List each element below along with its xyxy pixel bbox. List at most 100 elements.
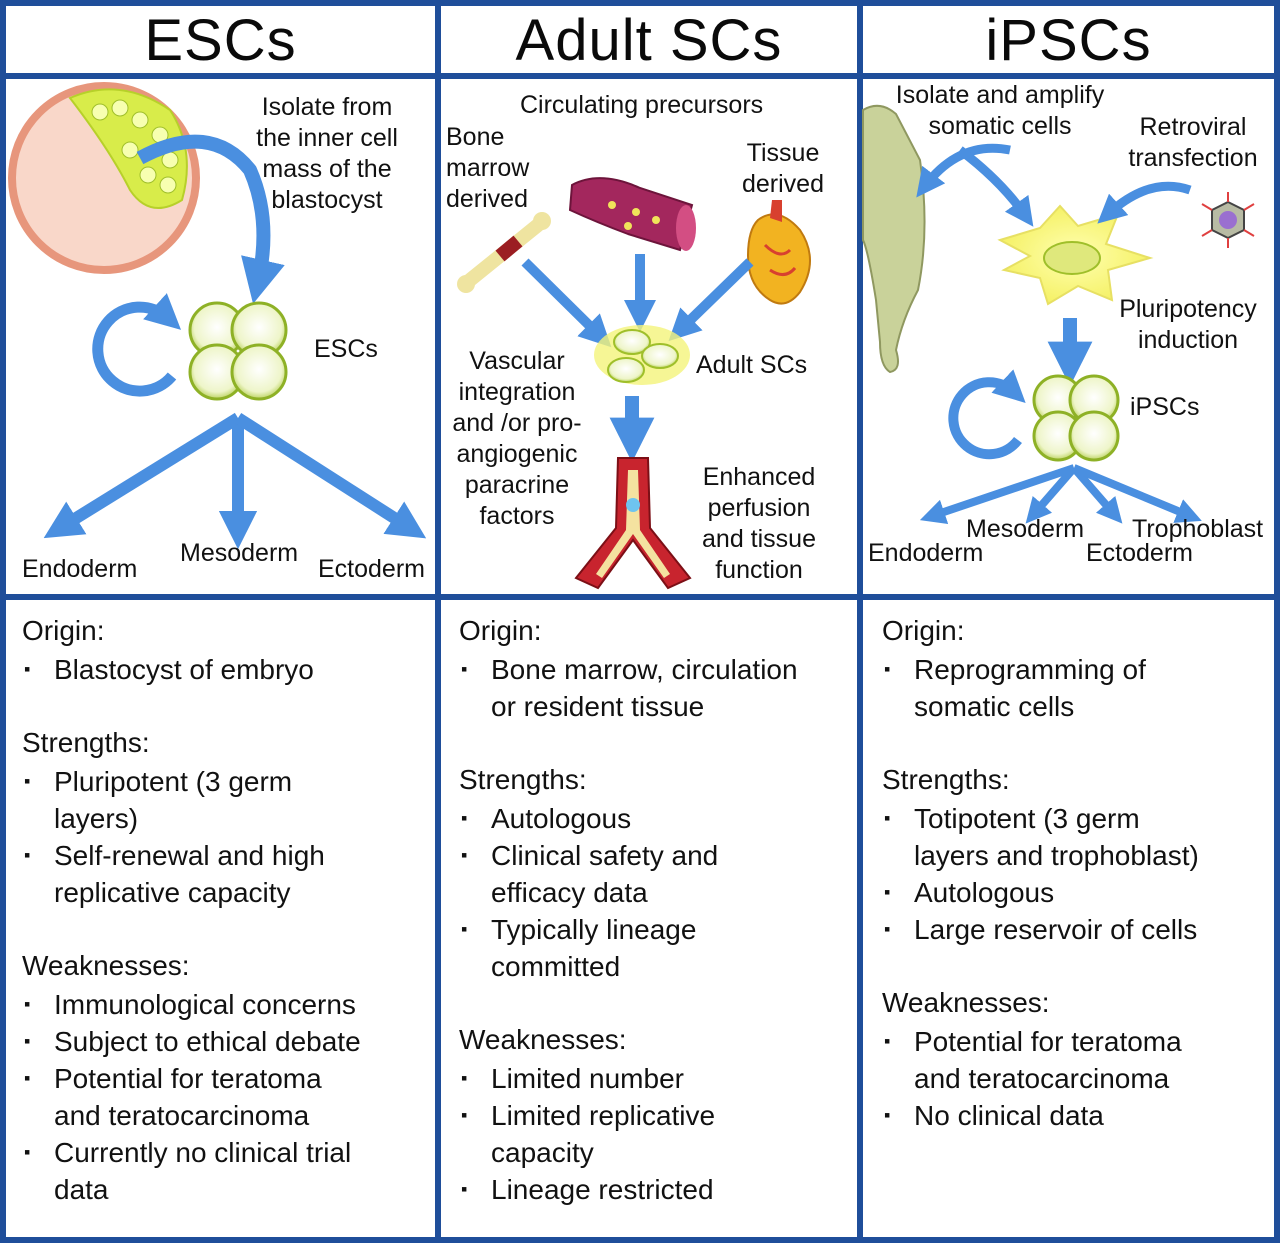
esc-strength-line: layers) <box>54 803 139 834</box>
adult-strength-line: Autologous <box>491 803 632 834</box>
ipsc-strength-line: Autologous <box>914 877 1055 908</box>
isolate-somatic-arrow <box>957 146 1034 227</box>
esc-weakness-line: Subject to ethical debate <box>54 1026 361 1057</box>
adult-weakness-item: Lineage restricted <box>459 1171 854 1208</box>
esc-strength-line: replicative capacity <box>54 877 291 908</box>
frame-top <box>0 0 1280 6</box>
adult-strengths-title: Strengths: <box>459 764 587 795</box>
ipsc-weakness-item: No clinical data <box>882 1097 1272 1134</box>
adult-strength-line: Typically lineage <box>491 914 697 945</box>
vessel-illustration <box>568 177 696 252</box>
esc-text-column: Origin:Blastocyst of embryoStrengths:Plu… <box>22 612 432 1208</box>
divider-col-2 <box>857 0 863 1243</box>
blood-vessel-illustration <box>574 457 692 590</box>
esc-weakness-line: data <box>54 1174 109 1205</box>
esc-weaknesses-title: Weaknesses: <box>22 950 190 981</box>
ipsc-weakness-line: Potential for teratoma <box>914 1026 1182 1057</box>
ipsc-weakness-line: and teratocarcinoma <box>914 1063 1170 1094</box>
esc-strength-line: Pluripotent (3 germ <box>54 766 293 797</box>
esc-weakness-item: Subject to ethical debate <box>22 1023 432 1060</box>
esc-weakness-line: Immunological concerns <box>54 989 356 1020</box>
adult-origin-item: Bone marrow, circulation or resident tiss… <box>459 651 854 725</box>
adult-origin-title: Origin: <box>459 615 542 646</box>
adult-strength-item: Clinical safety and efficacy data <box>459 837 854 911</box>
esc-weakness-line: and teratocarcinoma <box>54 1100 310 1131</box>
ipsc-differentiation-arrows <box>919 464 1202 525</box>
esc-weakness-item: Currently no clinical trial data <box>22 1134 432 1208</box>
adult-strength-item: Autologous <box>459 800 854 837</box>
ipsc-weaknesses-title: Weaknesses: <box>882 987 1050 1018</box>
adult-origin-list: Bone marrow, circulation or resident tiss… <box>459 651 854 725</box>
adult-weakness-list: Limited numberLimited replicative capacit… <box>459 1060 854 1208</box>
adult-weakness-line: capacity <box>491 1137 594 1168</box>
esc-weakness-line: Currently no clinical trial <box>54 1137 352 1168</box>
esc-strengths-title: Strengths: <box>22 727 150 758</box>
adult-text-column: Origin: Bone marrow, circulation or reside… <box>459 612 854 1208</box>
adult-weakness-item: Limited replicative capacity <box>459 1097 854 1171</box>
esc-origin-list: Blastocyst of embryo <box>22 651 432 688</box>
adult-source-arrows <box>521 254 754 348</box>
adult-weakness-line: Limited replicative <box>491 1100 716 1131</box>
ipsc-cell-label: iPSCs <box>1130 393 1200 421</box>
ipsc-ectoderm-label: Ectoderm <box>1086 539 1193 567</box>
ipsc-strength-line: Totipotent (3 germ <box>914 803 1140 834</box>
adult-origin-line: or resident tissue <box>491 691 705 722</box>
esc-weakness-item: Immunological concerns <box>22 986 432 1023</box>
adult-strength-line: Clinical safety and <box>491 840 719 871</box>
virus-illustration <box>1201 192 1255 248</box>
adult-strength-line: efficacy data <box>491 877 648 908</box>
ipsc-strength-item: Large reservoir of cells <box>882 911 1272 948</box>
divider-col-1 <box>435 0 441 1243</box>
blastocyst-illustration <box>8 82 200 274</box>
esc-endoderm-label: Endoderm <box>22 555 138 583</box>
adult-weakness-item: Limited number <box>459 1060 854 1097</box>
somatic-star-cell <box>997 204 1154 306</box>
adult-weaknesses-title: Weaknesses: <box>459 1024 627 1055</box>
esc-origin-item: Blastocyst of embryo <box>22 651 432 688</box>
adult-circulating-label: Circulating precursors <box>520 91 764 119</box>
adult-strength-line: committed <box>491 951 621 982</box>
esc-weakness-line: Potential for teratoma <box>54 1063 322 1094</box>
esc-cell-cluster <box>188 301 288 401</box>
heart-illustration <box>746 200 811 305</box>
ipsc-origin-title: Origin: <box>882 615 965 646</box>
adult-cell-cluster <box>594 325 690 385</box>
esc-strength-item: Pluripotent (3 germ layers) <box>22 763 432 837</box>
esc-cell-label: ESCs <box>314 335 378 363</box>
bone-illustration <box>457 212 551 293</box>
self-renewal-arrow-ipsc <box>948 369 1026 460</box>
esc-origin-line: Blastocyst of embryo <box>54 654 314 685</box>
esc-ectoderm-label: Ectoderm <box>318 555 425 583</box>
self-renewal-arrow-esc <box>92 293 182 397</box>
esc-weakness-item: Potential for teratoma and teratocarcinom… <box>22 1060 432 1134</box>
esc-mesoderm-label: Mesoderm <box>180 539 299 567</box>
header-escs: ESCs <box>144 7 297 73</box>
ipsc-strength-item: Autologous <box>882 874 1272 911</box>
header-ipscs: iPSCs <box>985 7 1152 73</box>
ipsc-strength-line: Large reservoir of cells <box>914 914 1198 945</box>
ipsc-weakness-list: Potential for teratoma and teratocarcinom… <box>882 1023 1272 1134</box>
ipsc-endoderm-label: Endoderm <box>868 539 984 567</box>
esc-differentiation-arrows <box>43 412 427 550</box>
isolate-arrow <box>136 134 285 304</box>
divider-diagram <box>0 594 1280 600</box>
frame-right <box>1274 0 1280 1243</box>
adult-cell-label: Adult SCs <box>696 351 808 379</box>
adult-origin-line: Bone marrow, circulation <box>491 654 798 685</box>
esc-weakness-list: Immunological concernsSubject to ethical… <box>22 986 432 1208</box>
retroviral-arrow <box>1097 181 1192 224</box>
adult-strength-item: Typically lineage committed <box>459 911 854 985</box>
